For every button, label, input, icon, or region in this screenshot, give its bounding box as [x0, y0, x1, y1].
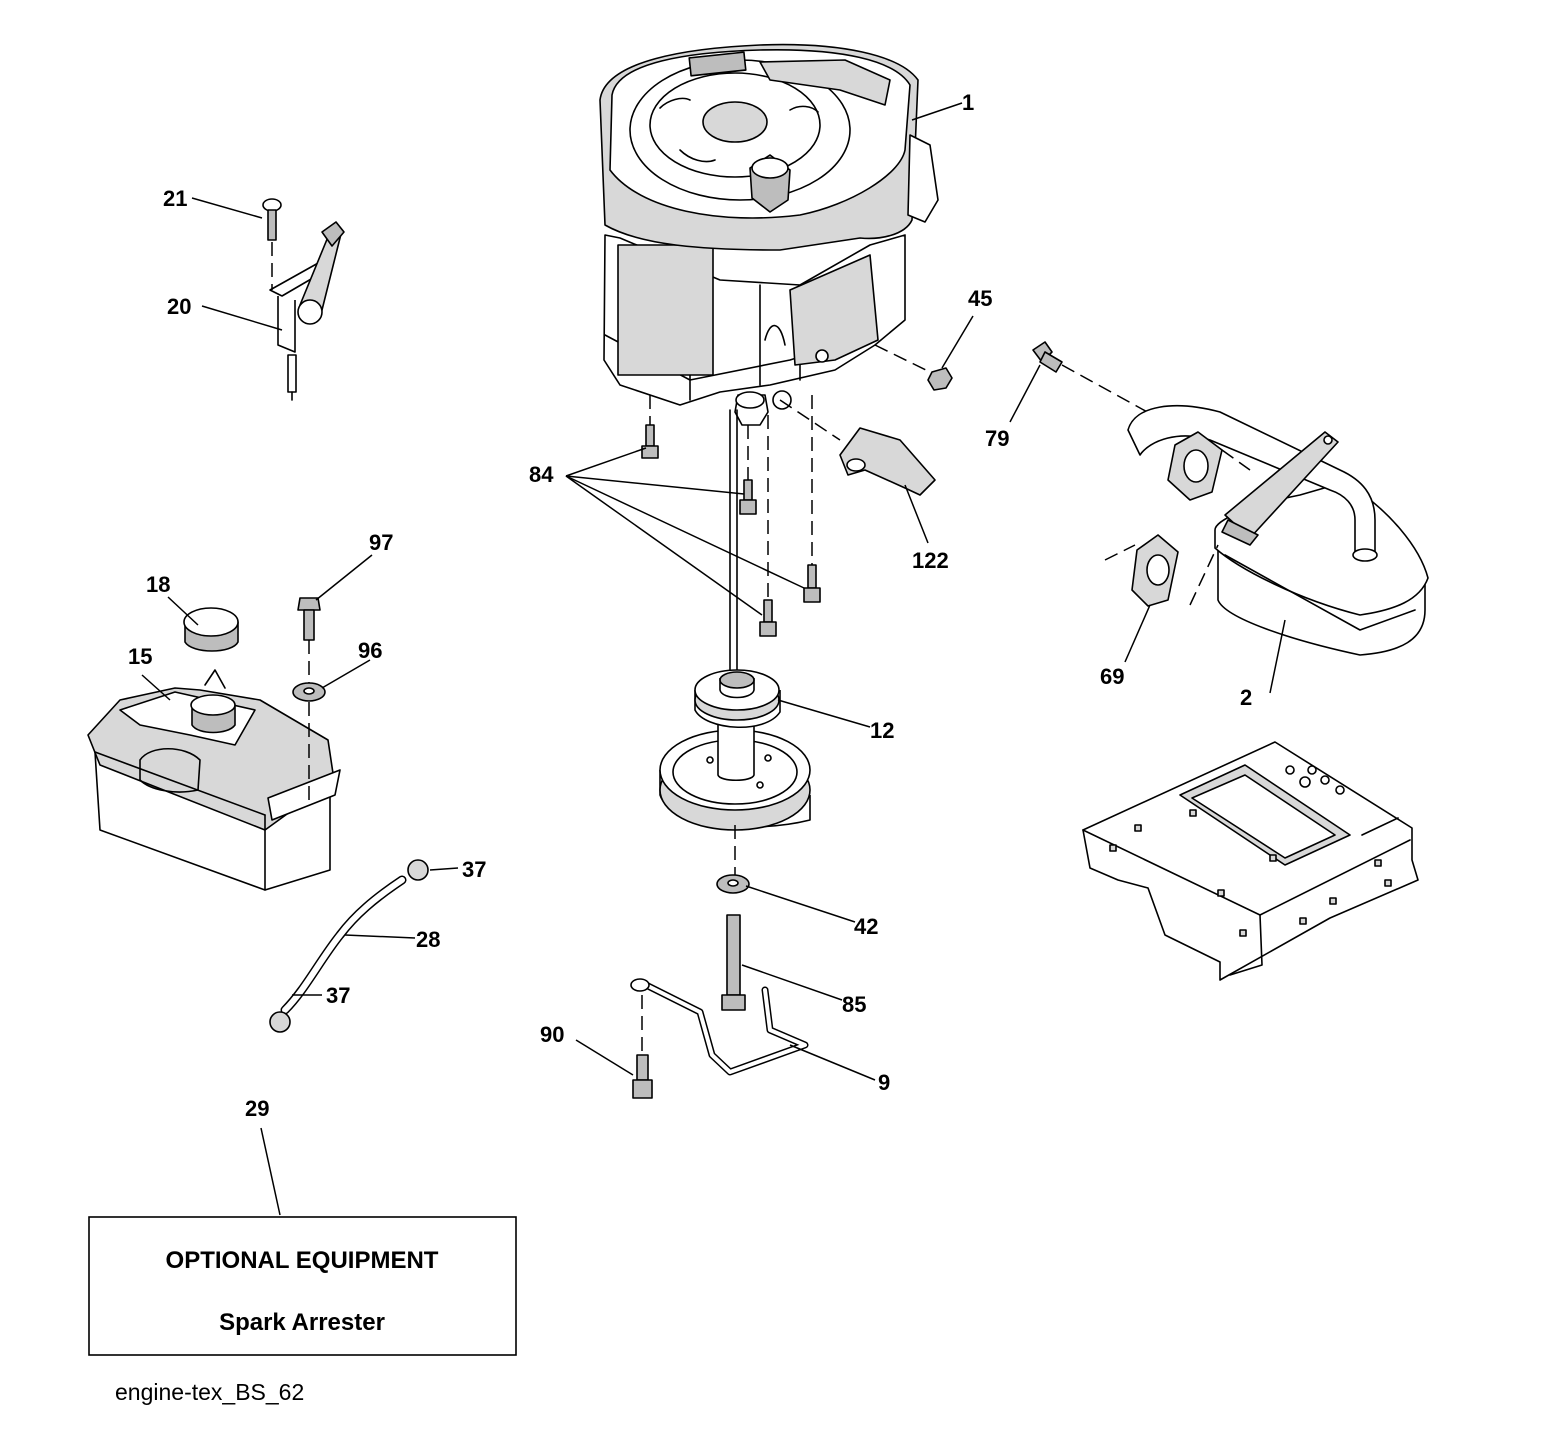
optional-equipment-item: Spark Arrester — [219, 1309, 385, 1336]
callout-2: 2 — [1240, 685, 1252, 710]
washer-part-96 — [292, 682, 326, 800]
callout-15: 15 — [128, 644, 152, 669]
gasket-part-69 — [1104, 534, 1219, 607]
callout-29: 29 — [245, 1096, 269, 1121]
bolt-part-90 — [632, 1054, 653, 1099]
callout-37-upper: 37 — [462, 857, 486, 882]
callout-79: 79 — [985, 426, 1009, 451]
callout-1: 1 — [962, 90, 974, 115]
pulley-part-12 — [659, 669, 811, 831]
callout-12: 12 — [870, 718, 894, 743]
callout-9: 9 — [878, 1070, 890, 1095]
fuel-line-part-28 — [280, 875, 407, 1015]
leader-lines — [141, 102, 1286, 1216]
bracket-part-9 — [630, 978, 809, 1076]
callout-85: 85 — [842, 992, 866, 1017]
callout-37-lower: 37 — [326, 983, 350, 1008]
callout-90: 90 — [540, 1022, 564, 1047]
callout-69: 69 — [1100, 664, 1124, 689]
optional-equipment-frame — [88, 1216, 517, 1356]
callout-84: 84 — [529, 462, 554, 487]
fuel-cap-part-18 — [183, 607, 239, 652]
callout-122: 122 — [912, 548, 949, 573]
callout-45: 45 — [968, 286, 992, 311]
nut-part-45 — [874, 344, 953, 391]
muffler-part-2 — [1127, 404, 1429, 656]
callout-18: 18 — [146, 572, 170, 597]
bolt-part-85 — [721, 914, 746, 1011]
clamp-part-37-upper — [407, 859, 429, 881]
washer-part-42 — [716, 825, 750, 894]
engine-part-1 — [599, 43, 939, 426]
callout-numbers: 1 2 9 12 15 18 20 21 28 29 37 37 42 45 6… — [128, 90, 1252, 1121]
shield-part-122 — [779, 399, 936, 496]
callout-28: 28 — [416, 927, 440, 952]
engine-mount-plate — [1082, 741, 1419, 981]
throttle-control-part-20 — [269, 221, 345, 401]
bolt-part-97 — [297, 597, 321, 685]
bolts-part-84 — [641, 395, 821, 637]
screw-part-21 — [262, 198, 282, 290]
drawing-id: engine-tex_BS_62 — [115, 1379, 304, 1405]
optional-equipment-box: OPTIONAL EQUIPMENT Spark Arrester — [88, 1216, 517, 1356]
callout-96: 96 — [358, 638, 382, 663]
callout-97: 97 — [369, 530, 393, 555]
callout-20: 20 — [167, 294, 191, 319]
callout-21: 21 — [163, 186, 187, 211]
fuel-tank-part-15 — [87, 669, 341, 891]
clamp-part-37-lower — [269, 1011, 291, 1033]
optional-equipment-title: OPTIONAL EQUIPMENT — [166, 1247, 439, 1274]
callout-42: 42 — [854, 914, 878, 939]
